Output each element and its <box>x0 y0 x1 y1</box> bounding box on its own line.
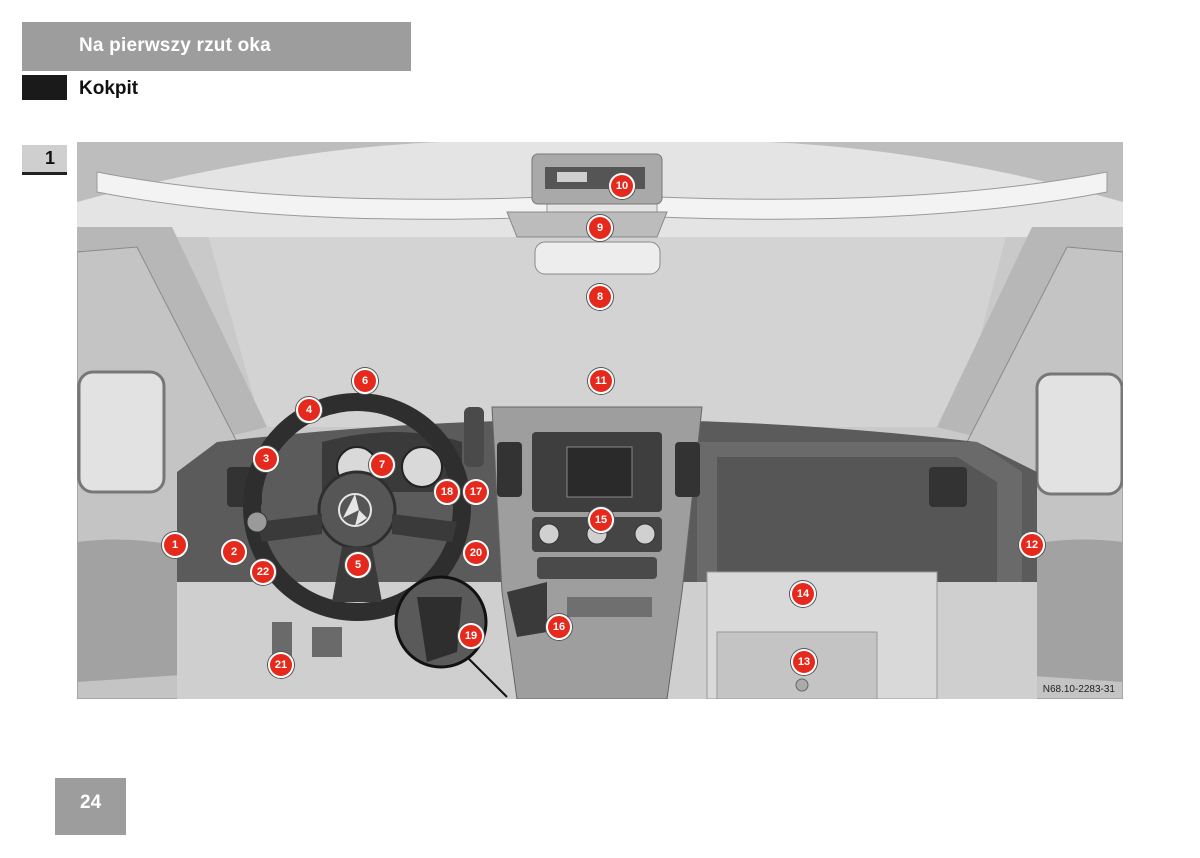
chapter-number: 1 <box>44 148 55 168</box>
callout-9: 9 <box>587 215 613 241</box>
callout-21: 21 <box>268 652 294 678</box>
callout-14: 14 <box>790 581 816 607</box>
callout-16: 16 <box>546 614 572 640</box>
callout-19: 19 <box>458 623 484 649</box>
callout-8: 8 <box>587 284 613 310</box>
callout-7: 7 <box>369 452 395 478</box>
callout-5: 5 <box>345 552 371 578</box>
subsection-title: Kokpit <box>79 78 139 99</box>
callout-3: 3 <box>253 446 279 472</box>
chapter-tab: 1 <box>22 145 67 175</box>
figure-code: N68.10-2283-31 <box>1042 684 1115 695</box>
cockpit-illustration: 1 2 3 4 5 6 7 8 9 10 11 12 13 14 15 16 1… <box>77 142 1123 699</box>
page-number-box: 24 <box>55 778 126 835</box>
callout-4: 4 <box>296 397 322 423</box>
callout-11: 11 <box>588 368 614 394</box>
callout-22: 22 <box>250 559 276 585</box>
callout-17: 17 <box>463 479 489 505</box>
callout-18: 18 <box>434 479 460 505</box>
callout-12: 12 <box>1019 532 1045 558</box>
page-number: 24 <box>80 792 102 813</box>
subsection-marker <box>22 75 67 100</box>
callout-1: 1 <box>162 532 188 558</box>
callout-13: 13 <box>791 649 817 675</box>
section-title: Na pierwszy rzut oka <box>79 35 271 56</box>
callout-2: 2 <box>221 539 247 565</box>
callout-20: 20 <box>463 540 489 566</box>
section-header: Na pierwszy rzut oka <box>22 22 411 71</box>
callout-15: 15 <box>588 507 614 533</box>
callout-10: 10 <box>609 173 635 199</box>
callout-6: 6 <box>352 368 378 394</box>
